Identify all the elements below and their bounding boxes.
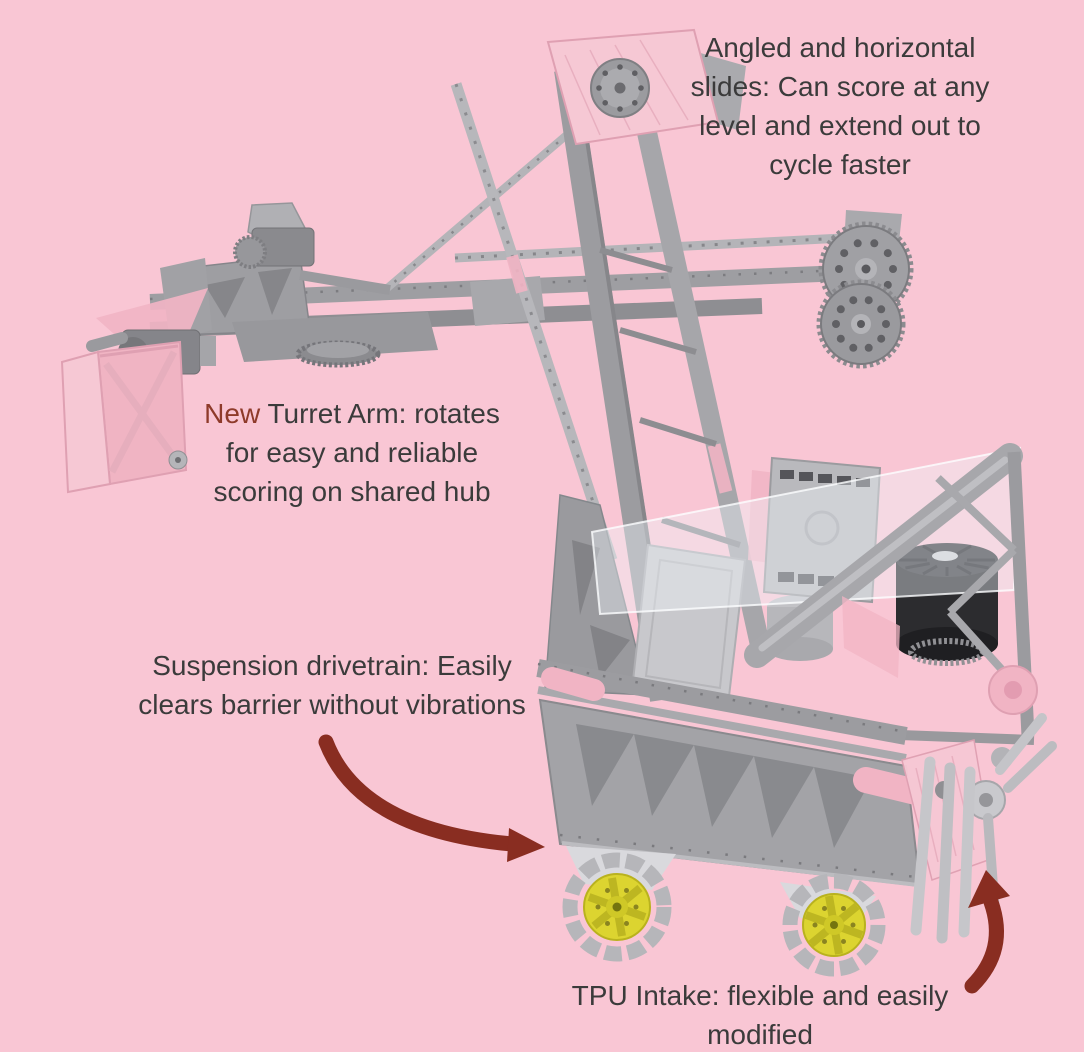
intake-arrow xyxy=(964,870,1010,994)
note-turret-arm: New Turret Arm: rotates for easy and rel… xyxy=(160,394,544,511)
note-line: modified xyxy=(707,1019,813,1050)
polycarb-panel xyxy=(590,446,1022,616)
suspension-left xyxy=(541,667,605,701)
note-tpu-intake: TPU Intake: flexible and easily modified xyxy=(548,976,972,1052)
note-line: Angled and horizontal xyxy=(704,32,976,63)
note-line: level and extend out to xyxy=(699,110,981,141)
new-label: New xyxy=(204,398,261,429)
support-tube xyxy=(744,443,1023,668)
note-line: for easy and reliable xyxy=(225,437,479,468)
top-plate xyxy=(546,28,746,146)
drivetrain-arrow xyxy=(318,734,545,862)
drive-motor xyxy=(896,543,998,666)
gear-lower xyxy=(816,279,906,369)
note-line: clears barrier without vibrations xyxy=(138,689,526,720)
slide-gears xyxy=(816,210,914,369)
pulley-gear xyxy=(590,58,650,118)
note-line: New Turret Arm: rotates xyxy=(160,394,544,433)
turret-arm xyxy=(60,88,620,494)
control-hub xyxy=(748,456,882,604)
note-line: Suspension drivetrain: Easily xyxy=(152,650,512,681)
omni-wheel-rear xyxy=(782,873,886,977)
omni-wheel-front xyxy=(562,852,672,962)
note-line: scoring on shared hub xyxy=(213,476,491,507)
right-frame xyxy=(899,451,1038,769)
note-line: TPU Intake: flexible and easily xyxy=(571,980,949,1011)
note-line: cycle faster xyxy=(769,149,911,180)
tpu-intake xyxy=(901,713,1057,944)
note-suspension-drivetrain: Suspension drivetrain: Easily clears bar… xyxy=(112,646,552,724)
scoring-bucket xyxy=(60,332,188,494)
note-line: slides: Can score at any xyxy=(690,71,990,102)
note-angled-slides: Angled and horizontal slides: Can score … xyxy=(640,28,1040,184)
note-line-text: Turret Arm: rotates xyxy=(260,398,500,429)
